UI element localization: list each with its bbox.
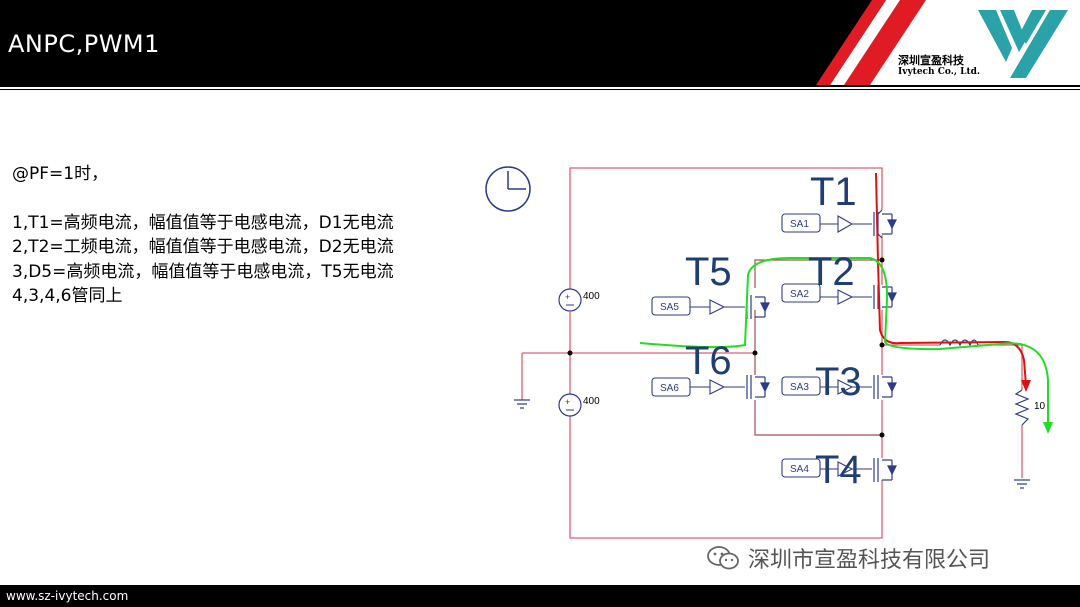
slide-title: ANPC,PWM1: [8, 30, 160, 58]
transistor-label-t3: T3: [815, 360, 862, 404]
watermark-text: 深圳市宣盈科技有限公司: [748, 548, 991, 573]
company-name-en: Ivytech Co., Ltd.: [898, 67, 981, 77]
header-divider: [0, 85, 1080, 87]
igbt-icon: [746, 375, 770, 399]
transistor-label-t5: T5: [685, 250, 732, 294]
source-label-sa4: SA4: [790, 464, 809, 475]
text-line-1: 1,T1=高频电流，幅值值等于电感电流，D1无电流: [12, 212, 394, 233]
transistor-label-t6: T6: [685, 339, 732, 383]
igbt-icon: [746, 295, 770, 319]
company-logo: [816, 0, 1080, 85]
dc-source-top: + 400: [558, 288, 600, 312]
source-label-sa3: SA3: [790, 382, 809, 393]
transistor-label-t1: T1: [810, 170, 857, 214]
text-line-pf: @PF=1时，: [12, 164, 109, 184]
svg-text:+: +: [565, 292, 570, 302]
igbt-icon: [873, 458, 897, 482]
circuit-wires: [521, 167, 1023, 539]
header-divider-thin: [0, 89, 1080, 90]
source-label-sa1: SA1: [790, 219, 809, 230]
text-line-4: 4,3,4,6管同上: [12, 286, 123, 306]
footer-url[interactable]: www.sz-ivytech.com: [6, 589, 129, 603]
transistor-label-t4: T4: [815, 448, 862, 492]
resistor-value: 10: [1034, 401, 1046, 412]
wechat-icon: [707, 546, 739, 570]
text-line-2: 2,T2=工频电流，幅值值等于电感电流，D2无电流: [12, 237, 394, 257]
transistor-label-t2: T2: [808, 250, 855, 294]
source-voltage-top: 400: [583, 291, 600, 302]
anpc-circuit-diagram: + 400 + 400 SA1 SA2 SA5 SA6 SA3 SA4: [485, 166, 1053, 539]
clock-icon: [485, 166, 531, 212]
svg-text:+: +: [565, 397, 570, 407]
source-label-sa2: SA2: [790, 289, 809, 300]
igbt-icon: [873, 285, 897, 309]
footer-bar: [0, 585, 1080, 607]
ground-icon: [514, 399, 530, 409]
current-path-red: [875, 172, 1027, 386]
source-label-sa5: SA5: [660, 302, 679, 313]
wechat-watermark: 深圳市宣盈科技有限公司: [706, 542, 990, 574]
resistor-icon: [1014, 389, 1030, 426]
source-voltage-bottom: 400: [583, 396, 600, 407]
inductor-icon: [939, 339, 979, 347]
dc-source-bottom: + 400: [558, 393, 600, 417]
igbt-icon: [873, 375, 897, 399]
source-label-sa6: SA6: [660, 383, 679, 394]
text-line-3: 3,D5=高频电流，幅值值等于电感电流，T5无电流: [12, 261, 394, 282]
current-path-green: [639, 257, 1049, 425]
company-name-cn: 深圳宣盈科技: [898, 54, 964, 67]
description-text: @PF=1时， 1,T1=高频电流，幅值值等于电感电流，D1无电流 2,T2=工…: [12, 162, 394, 309]
ground-icon: [1014, 479, 1030, 489]
